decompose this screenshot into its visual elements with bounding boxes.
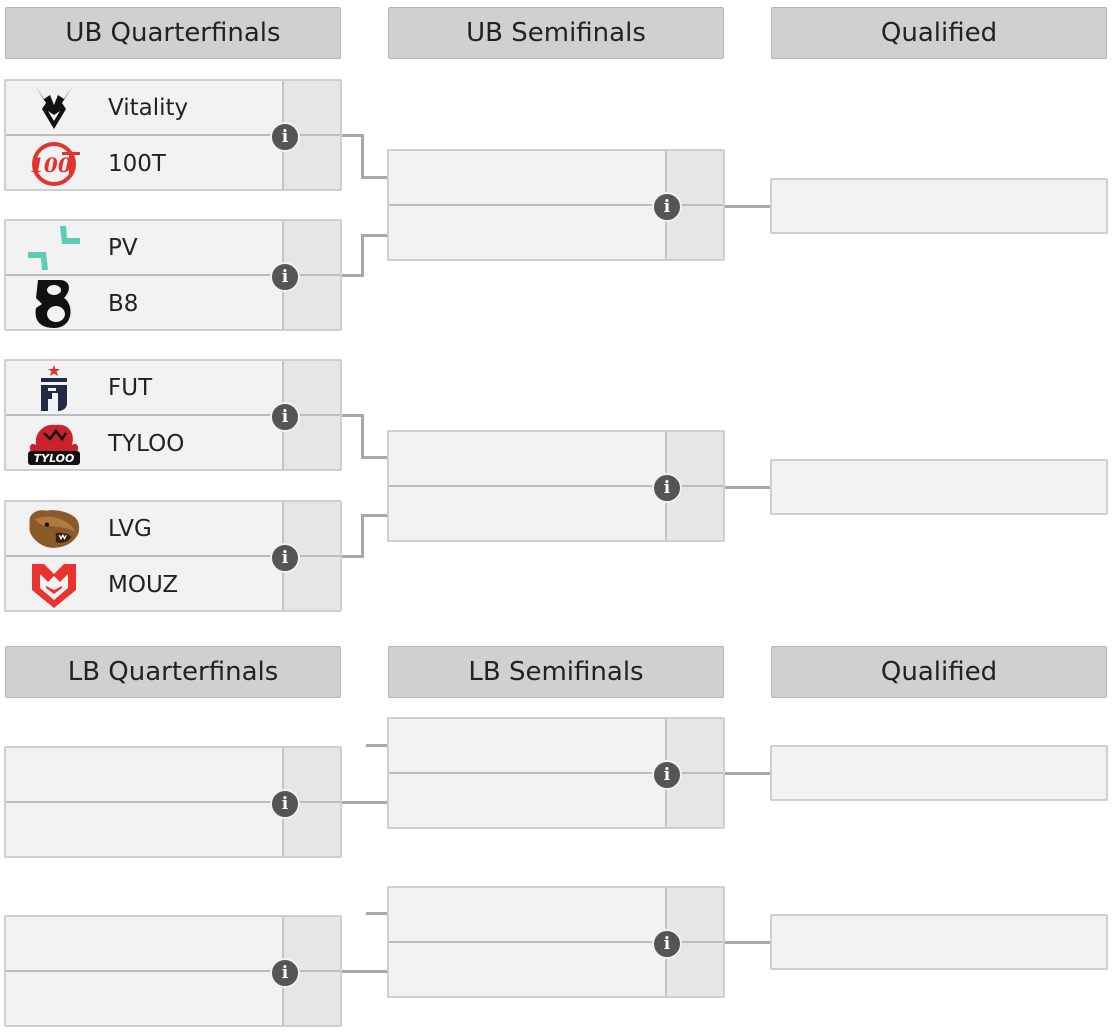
svg-text:TYLOO: TYLOO (34, 452, 75, 465)
header-ub-semifinals: UB Semifinals (388, 7, 724, 59)
tyloo-logo-icon: TYLOO (26, 417, 82, 471)
connector-line (340, 555, 364, 558)
connector-line (366, 744, 388, 747)
team-name: Vitality (108, 95, 189, 121)
lb-qualified-slot-1 (770, 745, 1108, 801)
info-icon[interactable]: i (652, 192, 682, 222)
header-lb-semifinals: LB Semifinals (388, 646, 724, 698)
match-divider (389, 485, 723, 487)
connector-line (340, 274, 364, 277)
connector-line (361, 514, 389, 517)
team-name: TYLOO (108, 431, 185, 457)
connector-line (724, 772, 772, 775)
team-row[interactable]: Vitality (6, 81, 286, 135)
connector-line (724, 486, 772, 489)
b8-logo-icon (26, 277, 82, 331)
team-row[interactable]: FUT (6, 361, 286, 415)
connector-line (724, 941, 772, 944)
match-divider (6, 274, 340, 276)
team-name: PV (108, 235, 138, 261)
match-divider (6, 555, 340, 557)
connector-line (366, 912, 388, 915)
ub-qualified-slot-2 (770, 459, 1108, 515)
info-icon[interactable]: i (270, 789, 300, 819)
team-name: FUT (108, 375, 153, 401)
ub-qualified-slot-1 (770, 178, 1108, 234)
connector-line (361, 234, 389, 237)
header-lb-qualified: Qualified (771, 646, 1107, 698)
team-row[interactable]: B8 (6, 277, 286, 331)
connector-line (361, 176, 389, 179)
team-row[interactable]: MOUZ (6, 558, 286, 612)
fut-logo-icon (26, 361, 82, 415)
team-name: B8 (108, 291, 139, 317)
info-icon[interactable]: i (270, 543, 300, 573)
info-icon[interactable]: i (652, 760, 682, 790)
connector-line (724, 205, 772, 208)
lb-qualified-slot-2 (770, 914, 1108, 970)
team-name: 100T (108, 151, 166, 177)
connector-line (361, 514, 364, 558)
vitality-logo-icon (26, 81, 82, 135)
100t-logo-icon: 100 (26, 137, 82, 191)
header-lb-quarterfinals: LB Quarterfinals (5, 646, 341, 698)
match-divider (6, 970, 340, 972)
mouz-logo-icon (26, 558, 82, 612)
team-name: MOUZ (108, 572, 179, 598)
team-row[interactable]: LVG (6, 502, 286, 556)
team-row[interactable]: TYLOO TYLOO (6, 417, 286, 471)
match-divider (6, 134, 340, 136)
connector-line (340, 134, 364, 137)
team-row[interactable]: PV (6, 221, 286, 275)
header-ub-qualified: Qualified (771, 7, 1107, 59)
info-icon[interactable]: i (270, 402, 300, 432)
connector-line (361, 134, 364, 179)
connector-line (340, 801, 388, 804)
connector-line (361, 456, 389, 459)
svg-text:100: 100 (30, 153, 72, 177)
connector-line (340, 970, 388, 973)
connector-line (361, 414, 364, 459)
match-divider (6, 414, 340, 416)
match-divider (389, 941, 723, 943)
pv-logo-icon (26, 221, 82, 275)
info-icon[interactable]: i (652, 929, 682, 959)
header-ub-quarterfinals: UB Quarterfinals (5, 7, 341, 59)
team-row[interactable]: 100 100T (6, 137, 286, 191)
info-icon[interactable]: i (270, 262, 300, 292)
info-icon[interactable]: i (270, 958, 300, 988)
match-divider (389, 204, 723, 206)
team-name: LVG (108, 516, 152, 542)
match-divider (6, 801, 340, 803)
info-icon[interactable]: i (652, 473, 682, 503)
connector-line (340, 414, 364, 417)
lvg-logo-icon (26, 502, 82, 556)
lb-qf-match-2[interactable] (4, 915, 342, 1027)
connector-line (361, 234, 364, 277)
match-divider (389, 772, 723, 774)
info-icon[interactable]: i (270, 122, 300, 152)
